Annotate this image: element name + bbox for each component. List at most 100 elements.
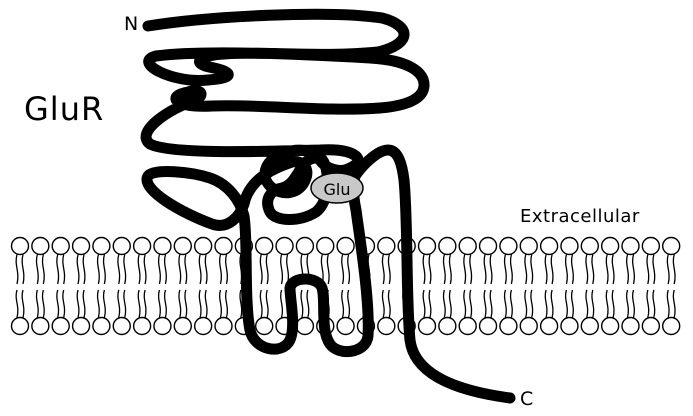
lipid-head bbox=[561, 318, 578, 335]
lipid-head bbox=[215, 238, 232, 255]
lipid-heads-upper-leaflet bbox=[12, 238, 680, 255]
lipid-tail bbox=[63, 255, 65, 285]
lipid-tail bbox=[667, 255, 669, 285]
lipid-tail bbox=[144, 290, 146, 318]
lipid-tail bbox=[449, 255, 451, 285]
lipid-head bbox=[378, 238, 395, 255]
lipid-tail bbox=[185, 255, 187, 285]
lipid-tail bbox=[388, 255, 390, 285]
lipid-tail bbox=[266, 290, 268, 318]
lipid-head bbox=[12, 238, 29, 255]
lipid-head bbox=[561, 238, 578, 255]
lipid-head bbox=[459, 238, 476, 255]
glutamate-ligand: Glu bbox=[311, 173, 363, 203]
lipid-head bbox=[32, 238, 49, 255]
lipid-tail bbox=[423, 290, 425, 318]
lipid-tail bbox=[226, 255, 228, 285]
lipid-head bbox=[154, 238, 171, 255]
lipid-head bbox=[642, 238, 659, 255]
lipid-tail bbox=[612, 290, 614, 318]
lipid-tail bbox=[301, 290, 303, 318]
lipid-tail bbox=[382, 290, 384, 318]
lipid-head bbox=[419, 318, 436, 335]
lipid-head bbox=[663, 318, 680, 335]
lipid-head bbox=[480, 238, 497, 255]
lipid-tail bbox=[42, 290, 44, 318]
lipid-tail bbox=[266, 255, 268, 285]
lipid-tail bbox=[606, 255, 608, 285]
lipid-tail bbox=[348, 255, 350, 285]
lipid-tail bbox=[606, 290, 608, 318]
lipid-tail bbox=[429, 290, 431, 318]
lipid-tail bbox=[382, 255, 384, 285]
lipid-tail bbox=[57, 255, 59, 285]
lipid-head bbox=[459, 318, 476, 335]
lipid-head bbox=[52, 318, 69, 335]
lipid-head bbox=[520, 318, 537, 335]
lipid-head bbox=[419, 238, 436, 255]
lipid-head bbox=[602, 318, 619, 335]
lipid-tail bbox=[281, 255, 283, 285]
lipid-tail bbox=[16, 255, 18, 285]
lipid-tail bbox=[220, 255, 222, 285]
lipid-tail bbox=[572, 290, 574, 318]
lipid-tail bbox=[566, 290, 568, 318]
lipid-tail bbox=[83, 290, 85, 318]
lipid-tail bbox=[348, 290, 350, 318]
lipid-tail bbox=[484, 290, 486, 318]
lipid-tail bbox=[531, 255, 533, 285]
lipid-head bbox=[317, 238, 334, 255]
lipid-head bbox=[642, 318, 659, 335]
lipid-head bbox=[480, 318, 497, 335]
lipid-bilayer bbox=[12, 238, 680, 335]
lipid-tail bbox=[449, 290, 451, 318]
lipid-head bbox=[581, 238, 598, 255]
lipid-tail bbox=[673, 255, 675, 285]
lipid-tail bbox=[511, 255, 513, 285]
lipid-tail bbox=[511, 290, 513, 318]
lipid-tail bbox=[98, 255, 100, 285]
lipid-tail bbox=[592, 290, 594, 318]
lipid-tail bbox=[647, 255, 649, 285]
lipid-tail bbox=[327, 255, 329, 285]
lipid-tail bbox=[118, 290, 120, 318]
lipid-tail bbox=[470, 290, 472, 318]
lipid-tail bbox=[260, 290, 262, 318]
lipid-tail bbox=[22, 255, 24, 285]
lipid-head bbox=[154, 318, 171, 335]
lipid-tail bbox=[531, 290, 533, 318]
lipid-tail bbox=[653, 255, 655, 285]
lipid-tail bbox=[36, 255, 38, 285]
lipid-tail bbox=[667, 290, 669, 318]
lipid-tail bbox=[653, 290, 655, 318]
lipid-head bbox=[378, 318, 395, 335]
lipid-tail bbox=[159, 290, 161, 318]
lipid-tail bbox=[118, 255, 120, 285]
lipid-tail bbox=[633, 255, 635, 285]
lipid-tail bbox=[586, 255, 588, 285]
lipid-head bbox=[602, 238, 619, 255]
lipid-tail bbox=[22, 290, 24, 318]
lipid-head bbox=[52, 238, 69, 255]
lipid-head bbox=[500, 238, 517, 255]
lipid-tail bbox=[423, 255, 425, 285]
lipid-tail bbox=[307, 290, 309, 318]
lipid-head bbox=[113, 238, 130, 255]
c-terminus-label: C bbox=[520, 390, 533, 409]
lipid-head bbox=[195, 238, 212, 255]
protein-name-label: GluR bbox=[24, 93, 104, 125]
ligand-label: Glu bbox=[324, 180, 351, 199]
lipid-tail bbox=[16, 290, 18, 318]
lipid-head bbox=[581, 318, 598, 335]
lipid-tail bbox=[490, 255, 492, 285]
lipid-heads-lower-leaflet bbox=[12, 318, 680, 335]
lipid-tail bbox=[342, 290, 344, 318]
lipid-tail bbox=[138, 255, 140, 285]
lipid-head bbox=[622, 318, 639, 335]
lipid-head bbox=[174, 238, 191, 255]
lipid-head bbox=[520, 238, 537, 255]
lipid-tail bbox=[633, 290, 635, 318]
lipid-head bbox=[337, 238, 354, 255]
lipid-tail bbox=[551, 255, 553, 285]
n-terminus-label: N bbox=[124, 15, 138, 34]
